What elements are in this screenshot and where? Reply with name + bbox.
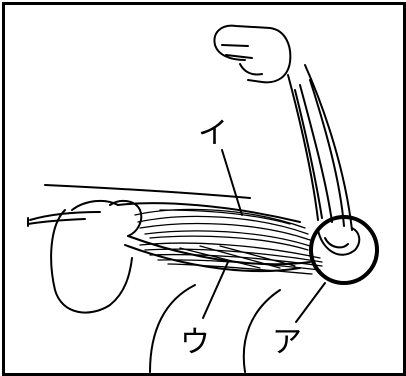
leader-line-i <box>222 150 242 215</box>
label-a: ア <box>272 325 302 360</box>
label-u: ウ <box>180 325 210 360</box>
leader-line-u <box>203 262 228 318</box>
forearm-outline <box>214 26 359 255</box>
leader-line-a <box>296 283 325 322</box>
label-i: イ <box>198 116 228 151</box>
